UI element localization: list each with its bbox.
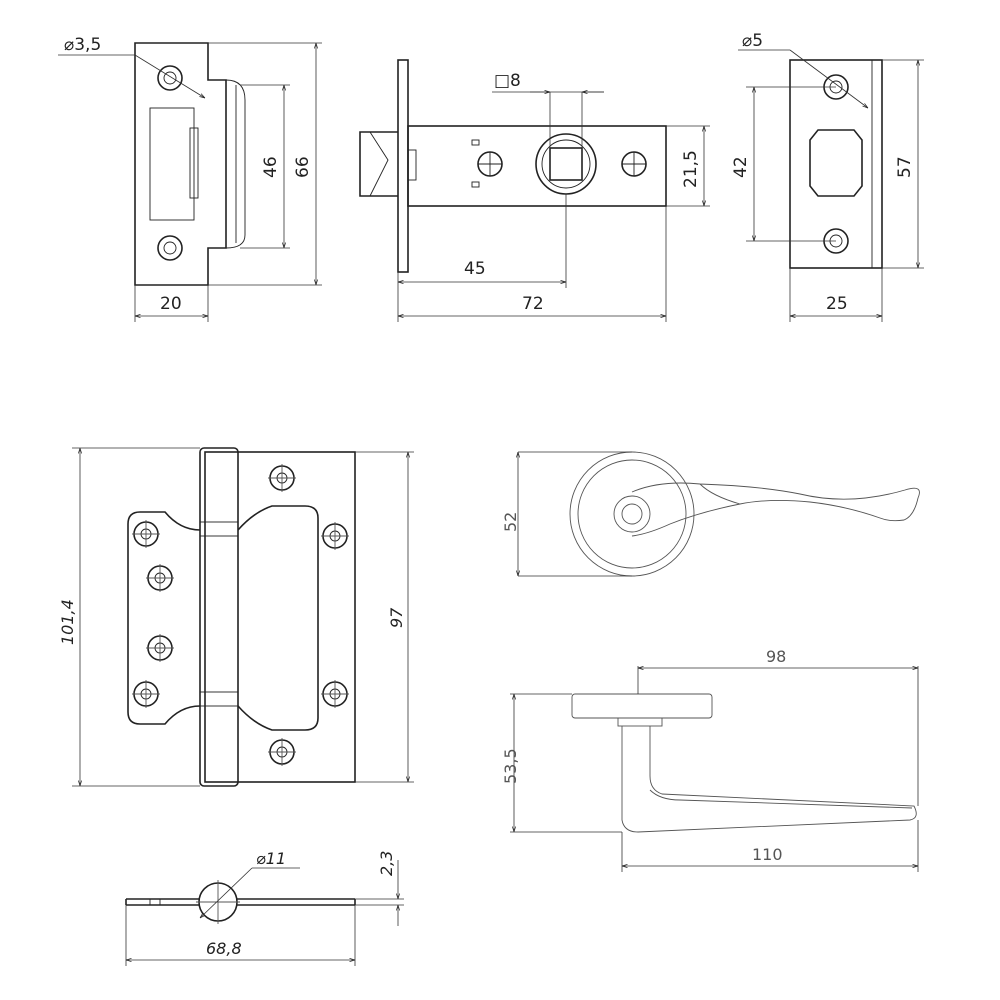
hinge-inner-leaf	[127, 511, 201, 725]
latch-faceplate	[397, 59, 409, 273]
latch-backset-label: 45	[464, 259, 486, 279]
strike-hole-label: ⌀3,5	[64, 35, 101, 55]
strike-plate-outline	[134, 42, 227, 286]
handle-lever-side	[621, 726, 917, 833]
handle-rose	[569, 451, 695, 577]
screw-hole-icon	[268, 464, 296, 492]
handle-projection-label: 53,5	[501, 748, 520, 784]
handle-front-view: 52	[501, 451, 920, 577]
screw-cross-icon	[477, 151, 503, 177]
hinge-section-view: ⌀11 2,3 68,8	[125, 849, 404, 966]
handle-length-label: 110	[752, 845, 783, 864]
handle-rose-side	[571, 693, 713, 719]
strike-height-label: 66	[293, 156, 313, 178]
screw-cross-icon	[621, 151, 647, 177]
screw-hole-icon	[157, 65, 183, 91]
screw-hole-icon	[157, 235, 183, 261]
strike-inner-height-label: 46	[261, 156, 281, 178]
hinge-width-label: 68,8	[206, 939, 242, 958]
latch-height-label: 21,5	[681, 150, 701, 188]
keeper-hole-label: ⌀5	[742, 31, 763, 51]
handle-lever	[631, 482, 920, 537]
hinge-thickness-label: 2,3	[377, 851, 396, 876]
screw-hole-icon	[321, 680, 349, 708]
spindle-square-icon	[535, 133, 597, 195]
hinge-pin-label: ⌀11	[256, 849, 286, 868]
screw-hole-icon	[146, 564, 174, 592]
handle-lever-label: 98	[766, 647, 786, 666]
keeper-height-label: 57	[895, 156, 915, 178]
latch-view: □8 21,5 45 72	[359, 59, 710, 322]
keeper-view: ⌀5 42 57 25	[731, 31, 924, 322]
hinge-outer-leaf	[204, 451, 356, 783]
handle-side-view: 98 53,5 110	[501, 647, 919, 872]
keeper-spacing-label: 42	[731, 156, 751, 178]
hinge-knuckle	[199, 447, 239, 787]
latch-bolt	[359, 131, 398, 197]
keeper-width-label: 25	[826, 294, 848, 314]
latch-length-label: 72	[522, 294, 544, 314]
screw-hole-icon	[132, 680, 160, 708]
screw-hole-icon	[146, 634, 174, 662]
hinge-view: 101,4 97	[58, 447, 414, 787]
strike-plate-view: ⌀3,5 20 46 66	[58, 35, 322, 322]
screw-hole-icon	[321, 522, 349, 550]
handle-rose-label: 52	[501, 512, 520, 532]
hinge-leaf-height-label: 97	[387, 607, 406, 628]
keeper-outline	[789, 59, 883, 269]
latch-square-label: □8	[494, 71, 521, 91]
latch-body	[407, 125, 667, 207]
strike-opening	[149, 107, 195, 221]
hinge-pin-icon	[196, 880, 240, 924]
screw-hole-icon	[268, 738, 296, 766]
strike-width-label: 20	[160, 294, 182, 314]
hinge-section-leaves	[125, 898, 356, 906]
screw-hole-icon	[132, 520, 160, 548]
keeper-opening	[809, 129, 863, 197]
hinge-height-label: 101,4	[58, 599, 77, 645]
